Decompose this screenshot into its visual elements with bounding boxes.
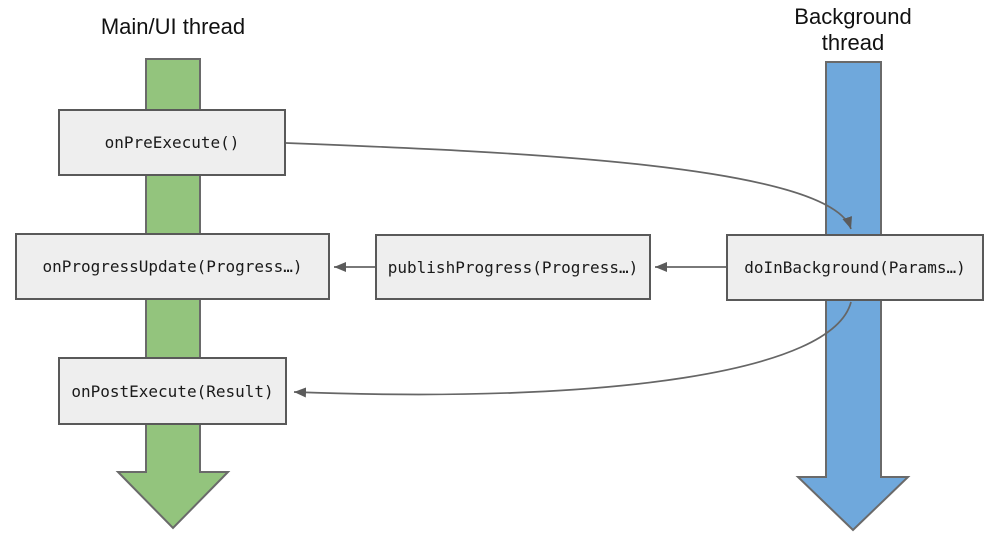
node-onprogressupdate-label: onProgressUpdate(Progress…) bbox=[42, 257, 303, 276]
edge-doinbackground-to-onpostexecute bbox=[293, 301, 852, 398]
node-doinbackground-label: doInBackground(Params…) bbox=[744, 258, 966, 277]
background-thread-title: Background thread bbox=[794, 4, 912, 55]
node-onpreexecute: onPreExecute() bbox=[58, 109, 286, 176]
node-onpreexecute-label: onPreExecute() bbox=[104, 133, 240, 152]
node-doinbackground: doInBackground(Params…) bbox=[726, 234, 984, 301]
node-onpostexecute-label: onPostExecute(Result) bbox=[71, 381, 274, 401]
main-thread-title: Main/UI thread bbox=[100, 14, 246, 39]
edge-onpreexecute-to-doinbackground bbox=[285, 142, 852, 230]
node-publishprogress: publishProgress(Progress…) bbox=[375, 234, 651, 300]
node-onpostexecute: onPostExecute(Result) bbox=[58, 357, 287, 425]
node-publishprogress-label: publishProgress(Progress…) bbox=[387, 257, 639, 277]
node-onprogressupdate: onProgressUpdate(Progress…) bbox=[15, 233, 330, 300]
